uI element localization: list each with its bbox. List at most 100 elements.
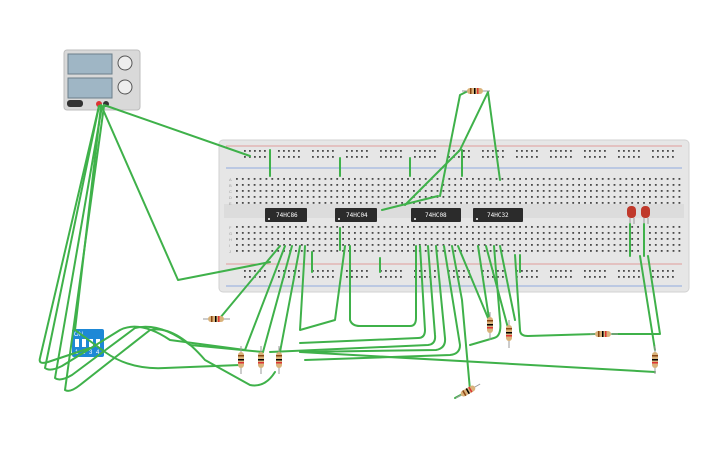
breadboard-hole[interactable]: [366, 156, 368, 158]
breadboard-hole[interactable]: [448, 184, 451, 186]
breadboard-hole[interactable]: [253, 190, 256, 192]
breadboard-hole[interactable]: [271, 226, 274, 228]
breadboard-hole[interactable]: [413, 184, 415, 186]
breadboard-hole[interactable]: [519, 178, 521, 180]
breadboard-hole[interactable]: [565, 270, 567, 272]
breadboard-hole[interactable]: [342, 244, 344, 246]
breadboard-hole[interactable]: [306, 184, 309, 186]
resistor-mid-1[interactable]: [487, 312, 493, 340]
breadboard-hole[interactable]: [419, 270, 421, 272]
resistor-dip-1[interactable]: [238, 346, 244, 374]
breadboard-hole[interactable]: [371, 232, 374, 234]
breadboard-hole[interactable]: [613, 202, 616, 204]
breadboard-hole[interactable]: [383, 190, 386, 192]
breadboard-hole[interactable]: [277, 190, 280, 192]
breadboard-hole[interactable]: [436, 226, 439, 228]
breadboard-hole[interactable]: [550, 150, 552, 152]
breadboard-hole[interactable]: [536, 250, 539, 252]
breadboard-hole[interactable]: [678, 226, 681, 228]
breadboard-hole[interactable]: [521, 150, 523, 152]
breadboard-hole[interactable]: [633, 150, 635, 152]
breadboard-hole[interactable]: [342, 202, 344, 204]
breadboard-hole[interactable]: [548, 250, 551, 252]
breadboard-hole[interactable]: [531, 244, 533, 246]
breadboard-hole[interactable]: [418, 202, 421, 204]
breadboard-hole[interactable]: [643, 184, 645, 186]
breadboard-hole[interactable]: [317, 270, 319, 272]
breadboard-hole[interactable]: [595, 226, 598, 228]
breadboard-hole[interactable]: [244, 270, 246, 272]
breadboard-hole[interactable]: [487, 276, 489, 278]
breadboard-hole[interactable]: [236, 238, 238, 240]
breadboard-hole[interactable]: [424, 202, 427, 204]
breadboard-hole[interactable]: [430, 250, 433, 252]
breadboard-hole[interactable]: [407, 250, 409, 252]
breadboard-hole[interactable]: [613, 196, 616, 198]
breadboard-hole[interactable]: [531, 238, 533, 240]
breadboard-hole[interactable]: [288, 156, 290, 158]
breadboard-hole[interactable]: [429, 156, 431, 158]
breadboard-hole[interactable]: [643, 178, 645, 180]
breadboard-hole[interactable]: [531, 226, 533, 228]
breadboard-hole[interactable]: [430, 202, 433, 204]
breadboard-hole[interactable]: [477, 244, 480, 246]
breadboard-hole[interactable]: [519, 250, 521, 252]
breadboard-hole[interactable]: [253, 196, 256, 198]
power-supply[interactable]: [63, 49, 141, 111]
breadboard-hole[interactable]: [652, 156, 654, 158]
breadboard-hole[interactable]: [383, 178, 386, 180]
breadboard-hole[interactable]: [619, 190, 622, 192]
breadboard-hole[interactable]: [442, 202, 445, 204]
breadboard-hole[interactable]: [599, 270, 601, 272]
breadboard-hole[interactable]: [300, 226, 303, 228]
breadboard-hole[interactable]: [366, 150, 368, 152]
breadboard-hole[interactable]: [477, 196, 480, 198]
breadboard-hole[interactable]: [513, 250, 516, 252]
breadboard-hole[interactable]: [306, 232, 309, 234]
breadboard-hole[interactable]: [389, 202, 392, 204]
breadboard-hole[interactable]: [601, 178, 604, 180]
breadboard-hole[interactable]: [619, 232, 622, 234]
breadboard-hole[interactable]: [560, 202, 563, 204]
breadboard-hole[interactable]: [371, 226, 374, 228]
breadboard-hole[interactable]: [637, 244, 639, 246]
breadboard-hole[interactable]: [601, 226, 604, 228]
breadboard-hole[interactable]: [572, 232, 575, 234]
breadboard-hole[interactable]: [236, 244, 238, 246]
breadboard-hole[interactable]: [570, 270, 572, 272]
breadboard-hole[interactable]: [548, 184, 551, 186]
breadboard-hole[interactable]: [346, 276, 348, 278]
breadboard-hole[interactable]: [442, 244, 445, 246]
breadboard-hole[interactable]: [354, 232, 356, 234]
breadboard-hole[interactable]: [236, 226, 238, 228]
breadboard-hole[interactable]: [383, 196, 386, 198]
breadboard-hole[interactable]: [448, 202, 451, 204]
breadboard-hole[interactable]: [599, 276, 601, 278]
breadboard-hole[interactable]: [289, 226, 291, 228]
breadboard-hole[interactable]: [570, 276, 572, 278]
breadboard-hole[interactable]: [448, 226, 451, 228]
breadboard-hole[interactable]: [356, 270, 358, 272]
breadboard-hole[interactable]: [324, 232, 327, 234]
breadboard-hole[interactable]: [513, 184, 516, 186]
breadboard-hole[interactable]: [389, 196, 392, 198]
breadboard-hole[interactable]: [244, 276, 246, 278]
breadboard-hole[interactable]: [385, 156, 387, 158]
breadboard-hole[interactable]: [594, 276, 596, 278]
breadboard-hole[interactable]: [590, 232, 592, 234]
breadboard-hole[interactable]: [407, 232, 409, 234]
breadboard-hole[interactable]: [536, 232, 539, 234]
breadboard-hole[interactable]: [525, 184, 527, 186]
breadboard-hole[interactable]: [336, 250, 339, 252]
breadboard-hole[interactable]: [312, 232, 315, 234]
wire[interactable]: [299, 245, 447, 353]
breadboard-hole[interactable]: [526, 276, 528, 278]
wire[interactable]: [457, 245, 489, 319]
breadboard-hole[interactable]: [604, 270, 606, 272]
breadboard-hole[interactable]: [584, 156, 586, 158]
resistor-right-vertical[interactable]: [652, 346, 658, 374]
breadboard-hole[interactable]: [342, 250, 344, 252]
breadboard-hole[interactable]: [590, 190, 592, 192]
breadboard-hole[interactable]: [572, 196, 575, 198]
breadboard-hole[interactable]: [613, 250, 616, 252]
